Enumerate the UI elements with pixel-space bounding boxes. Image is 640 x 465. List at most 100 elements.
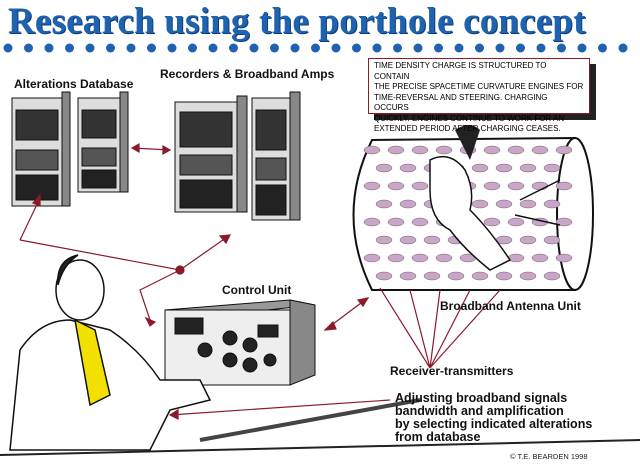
person-hair xyxy=(455,125,480,160)
title-dot xyxy=(516,43,525,53)
receiver-transmitter-port xyxy=(483,217,501,227)
receiver-transmitter-port xyxy=(447,271,465,281)
title-dot xyxy=(577,43,587,53)
title-dot xyxy=(475,43,484,53)
receiver-transmitter-port xyxy=(507,253,525,263)
title-dot xyxy=(352,43,361,53)
receiver-transmitter-port xyxy=(507,181,525,191)
receiver-transmitter-port xyxy=(399,199,417,209)
title-dot xyxy=(331,43,341,53)
receiver-transmitter-port xyxy=(519,199,537,209)
title-dot xyxy=(167,43,177,53)
title-dot xyxy=(24,43,33,53)
receiver-transmitter-port xyxy=(531,253,549,263)
receiver-transmitter-port xyxy=(387,253,405,263)
receiver-transmitter-port xyxy=(555,217,573,227)
receiver-transmitter-port xyxy=(555,253,573,263)
recorder-amp-servers xyxy=(174,91,301,221)
receiver-transmitter-port xyxy=(423,271,441,281)
broadband-antenna-cylinder xyxy=(352,125,594,291)
note-box: TIME DENSITY CHARGE IS STRUCTURED TO CON… xyxy=(368,58,590,133)
title-dot xyxy=(126,43,136,53)
receiver-transmitter-port xyxy=(411,145,429,155)
title-dot xyxy=(208,43,218,53)
title-dot xyxy=(372,43,382,53)
title-dot xyxy=(413,43,423,53)
copyright: © T.E. BEARDEN 1998 xyxy=(510,452,588,461)
title-dot xyxy=(106,43,115,53)
receiver-transmitter-port xyxy=(375,199,393,209)
note-line: TIME-REVERSAL AND STEERING. CHARGING OCC… xyxy=(374,92,548,113)
receiver-transmitter-port xyxy=(507,145,525,155)
receiver-transmitter-port xyxy=(411,217,429,227)
receiver-transmitter-port xyxy=(543,199,561,209)
control-unit-device xyxy=(164,299,316,386)
connection-arrows xyxy=(19,142,501,420)
title-dot xyxy=(249,43,259,53)
title-dot xyxy=(3,43,13,53)
title-dot xyxy=(311,43,320,53)
title-dot-row xyxy=(3,43,628,53)
title-dot xyxy=(495,43,505,53)
note-line: TIME DENSITY CHARGE IS STRUCTURED TO CON… xyxy=(374,61,547,81)
label-control-unit: Control Unit xyxy=(222,283,292,297)
title-dot xyxy=(393,43,402,53)
operator-figure xyxy=(0,254,640,456)
note-line: QUICKLY. ENGINES CONTINUE TO WORK FOR AN xyxy=(374,113,565,123)
adjusting-caption: Adjusting broadband signals bandwidth an… xyxy=(395,392,592,444)
title-dot xyxy=(85,43,95,53)
title-dot xyxy=(290,43,300,53)
receiver-transmitter-port xyxy=(543,271,561,281)
receiver-transmitter-port xyxy=(423,235,441,245)
receiver-transmitter-port xyxy=(363,181,381,191)
receiver-transmitter-port xyxy=(531,145,549,155)
note-line: THE PRECISE SPACETIME CURVATURE ENGINES … xyxy=(374,82,584,91)
receiver-transmitter-port xyxy=(543,235,561,245)
receiver-transmitter-port xyxy=(507,217,525,227)
receiver-transmitter-port xyxy=(531,181,549,191)
receiver-transmitter-port xyxy=(399,163,417,173)
title-dot xyxy=(557,43,566,53)
title-dot xyxy=(229,43,238,53)
receiver-transmitter-port xyxy=(471,163,489,173)
receiver-transmitter-port xyxy=(399,271,417,281)
title-dot xyxy=(598,43,607,53)
receiver-transmitter-port xyxy=(399,235,417,245)
receiver-transmitter-port xyxy=(519,163,537,173)
title-dot xyxy=(434,43,443,53)
label-receiver-transmitters: Receiver-transmitters xyxy=(390,364,514,378)
caption-line: bandwidth and amplification xyxy=(395,404,564,418)
receiver-transmitter-port xyxy=(375,271,393,281)
receiver-transmitter-port xyxy=(387,217,405,227)
receiver-transmitter-port xyxy=(435,253,453,263)
receiver-transmitter-port xyxy=(435,145,453,155)
page-title: Research using the porthole concept xyxy=(8,1,586,42)
receiver-transmitter-port xyxy=(363,145,381,155)
receiver-transmitter-port xyxy=(555,145,573,155)
label-antenna-unit: Broadband Antenna Unit xyxy=(440,299,581,313)
title-dot xyxy=(65,43,74,53)
receiver-transmitter-port xyxy=(483,181,501,191)
title-dot xyxy=(270,43,279,53)
title-dot xyxy=(454,43,464,53)
receiver-transmitter-port xyxy=(495,271,513,281)
title-dot xyxy=(618,43,628,53)
title-dot xyxy=(147,43,156,53)
title-dot xyxy=(536,43,546,53)
person-in-cylinder xyxy=(429,155,512,271)
caption-line: Adjusting broadband signals xyxy=(395,391,568,405)
receiver-transmitter-port xyxy=(471,199,489,209)
receiver-transmitter-port xyxy=(471,271,489,281)
title-dot xyxy=(44,43,54,53)
receiver-transmitter-port xyxy=(387,181,405,191)
receiver-transmitter-port xyxy=(519,271,537,281)
receiver-transmitter-port xyxy=(495,163,513,173)
caption-line: by selecting indicated alterations xyxy=(395,417,593,431)
receiver-transmitter-port xyxy=(375,163,393,173)
receiver-transmitter-port xyxy=(411,253,429,263)
receiver-transmitter-port xyxy=(387,145,405,155)
receiver-transmitter-port xyxy=(375,235,393,245)
label-recorders: Recorders & Broadband Amps xyxy=(160,67,335,81)
alterations-database-servers xyxy=(11,91,129,207)
